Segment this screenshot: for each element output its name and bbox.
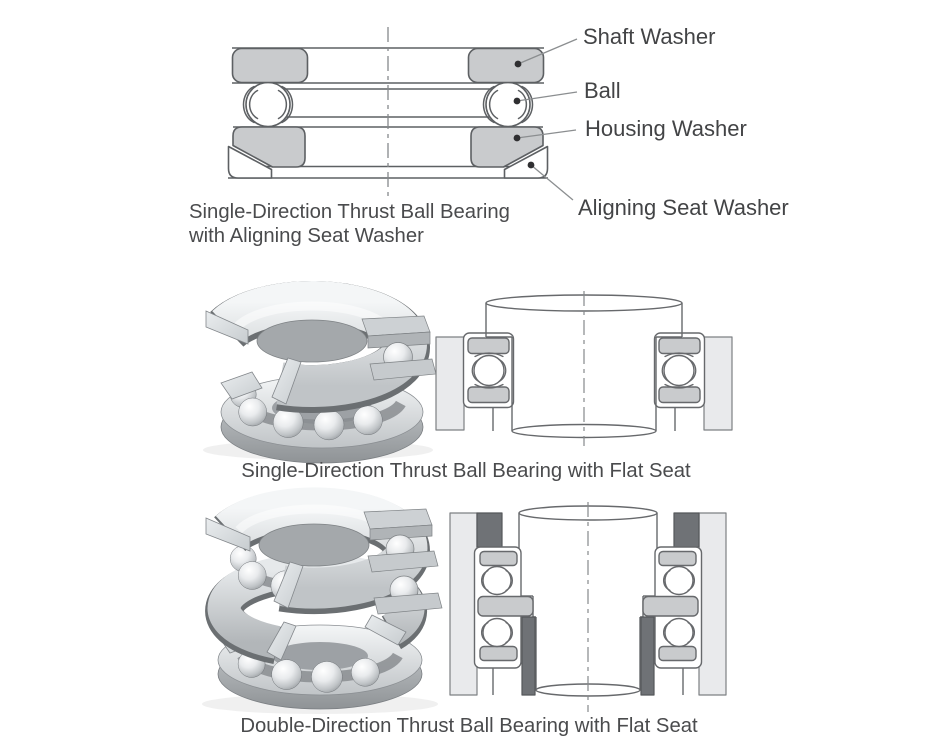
shaft-washer-left-shape bbox=[231, 47, 309, 84]
housing-block-right bbox=[703, 336, 733, 431]
caption-aligning-line1: Single-Direction Thrust Ball Bearing bbox=[189, 201, 510, 223]
part-label-housing-washer: Housing Washer bbox=[585, 116, 747, 141]
aligning-seat-washer-left-shape bbox=[227, 145, 273, 179]
housing-spacer-sleeves bbox=[476, 512, 700, 548]
housing-block-left bbox=[435, 336, 465, 431]
double-direction-3d-render bbox=[202, 487, 443, 714]
ball-left-shape bbox=[473, 354, 505, 387]
washers bbox=[477, 550, 699, 662]
ball-right-shape bbox=[485, 81, 531, 128]
ball-right-shape bbox=[663, 354, 695, 387]
caption-double-flat: Double-Direction Thrust Ball Bearing wit… bbox=[240, 715, 698, 737]
part-label-aligning-seat-washer: Aligning Seat Washer bbox=[578, 195, 789, 220]
housing-block-left bbox=[449, 512, 478, 696]
washers bbox=[467, 337, 701, 404]
shaft-washer-right-shape bbox=[467, 47, 545, 84]
housing-block-right bbox=[698, 512, 727, 696]
balls bbox=[482, 565, 694, 648]
single-flat-cross-section bbox=[435, 291, 733, 446]
aligning-cross-section-diagram bbox=[227, 27, 549, 197]
callout-dot bbox=[514, 60, 522, 68]
double-flat-cross-section bbox=[449, 502, 727, 712]
part-label-shaft-washer: Shaft Washer bbox=[583, 24, 716, 49]
leader-lines bbox=[513, 38, 578, 201]
ball-left-shape bbox=[245, 81, 291, 128]
caption-aligning-line2: with Aligning Seat Washer bbox=[189, 225, 424, 247]
shaft-spacer-sleeves bbox=[521, 616, 655, 696]
cut-section-block bbox=[361, 315, 437, 381]
callout-dot bbox=[527, 161, 535, 169]
cut-section-blocks bbox=[363, 508, 443, 615]
callout-dot bbox=[513, 97, 521, 105]
part-label-ball: Ball bbox=[584, 78, 621, 103]
housing-washer-left-shape bbox=[232, 126, 306, 168]
single-direction-3d-render bbox=[203, 281, 437, 464]
caption-single-flat: Single-Direction Thrust Ball Bearing wit… bbox=[241, 460, 691, 482]
callout-dot bbox=[513, 134, 521, 142]
